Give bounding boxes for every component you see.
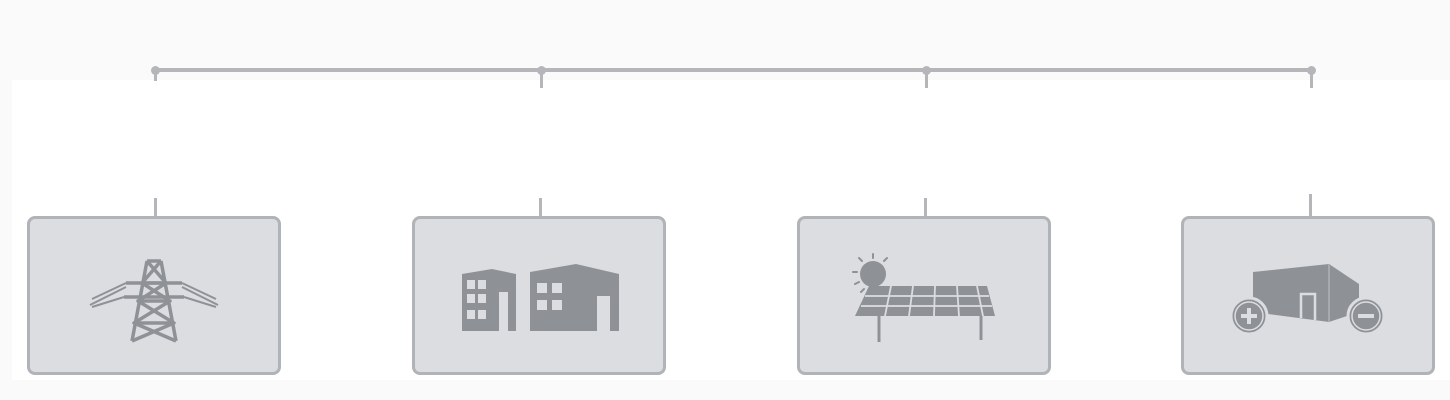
node-box-grid (27, 216, 281, 375)
bus-node-solar (922, 66, 931, 75)
transmission-tower-icon (89, 258, 219, 343)
drop-buildings (540, 71, 543, 88)
bus-node-buildings (537, 66, 546, 75)
buildings-icon (462, 263, 619, 331)
stub-storage (1309, 194, 1312, 218)
drop-storage (1310, 71, 1313, 88)
stub-grid (154, 198, 157, 218)
solar-panel-icon (852, 252, 995, 342)
stub-buildings (539, 198, 542, 218)
drop-grid (154, 71, 157, 81)
connector-bus (155, 68, 1312, 72)
bus-node-grid (151, 66, 160, 75)
node-box-solar (797, 216, 1051, 375)
node-box-buildings (412, 216, 666, 375)
drop-solar (925, 71, 928, 88)
node-box-storage (1181, 216, 1435, 375)
plus-terminal-icon (1229, 296, 1269, 335)
stub-solar (924, 198, 927, 218)
battery-storage-icon (1229, 263, 1386, 335)
bus-node-storage (1307, 66, 1316, 75)
minus-terminal-icon (1346, 296, 1386, 335)
